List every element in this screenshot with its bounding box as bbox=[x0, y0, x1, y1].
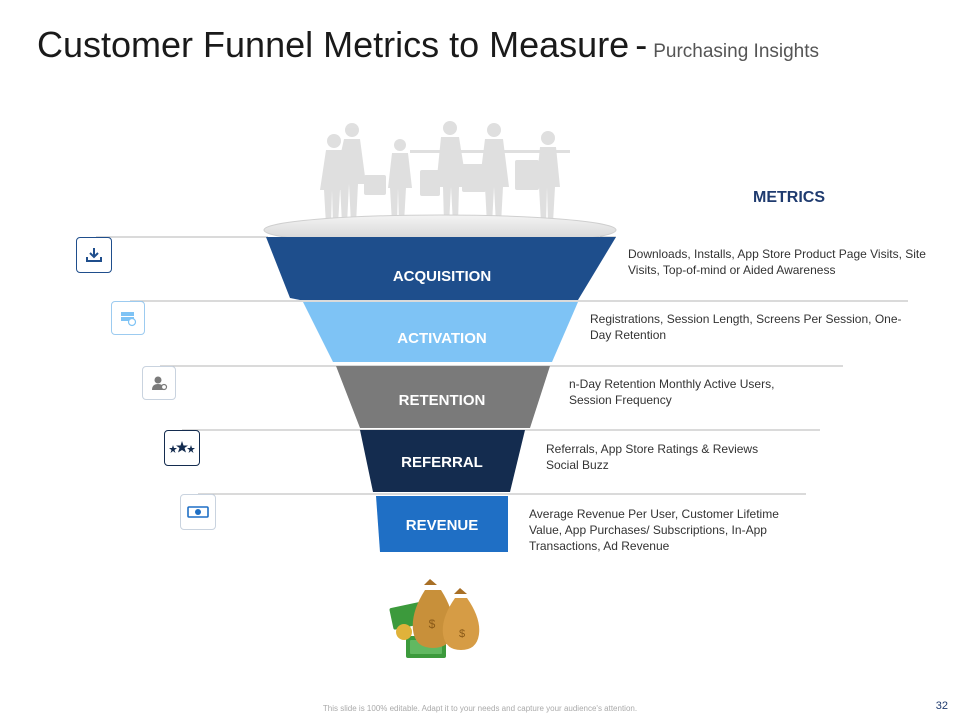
stage-retention-label: RETENTION bbox=[399, 392, 486, 409]
server-check-icon bbox=[111, 301, 145, 335]
page-number: 32 bbox=[935, 700, 948, 712]
stage-retention-shape bbox=[336, 366, 550, 428]
stage-activation-label: ACTIVATION bbox=[397, 330, 486, 347]
stage-referral-label: REFERRAL bbox=[401, 454, 483, 471]
svg-text:$: $ bbox=[429, 617, 436, 631]
stage-revenue-label: REVENUE bbox=[406, 517, 479, 534]
download-icon bbox=[76, 237, 112, 273]
money-icon bbox=[180, 494, 216, 530]
svg-text:$: $ bbox=[459, 628, 465, 640]
title-subtitle: Purchasing Insights bbox=[653, 41, 820, 62]
stage-acquisition-shape bbox=[266, 237, 616, 300]
stage-activation-shape bbox=[303, 302, 578, 362]
stage-acquisition-label: ACQUISITION bbox=[393, 268, 491, 285]
metrics-activation: Registrations, Session Length, Screens P… bbox=[590, 312, 902, 342]
metrics-revenue: Average Revenue Per User, Customer Lifet… bbox=[529, 507, 779, 553]
user-settings-icon bbox=[142, 366, 176, 400]
footer-note: This slide is 100% editable. Adapt it to… bbox=[322, 704, 638, 713]
metrics-heading: METRICS bbox=[753, 189, 825, 206]
title-dash: - bbox=[635, 24, 648, 65]
funnel-stages: ACQUISITION ACTIVATION RETENTION REFERRA… bbox=[266, 237, 616, 552]
metrics-acquisition: Downloads, Installs, App Store Product P… bbox=[628, 247, 926, 277]
slide-title: Customer Funnel Metrics to Measure-Purch… bbox=[37, 24, 819, 66]
stars-icon bbox=[164, 430, 200, 466]
money-bags-illustration: $ $ bbox=[389, 579, 480, 658]
metrics-retention: n-Day Retention Monthly Active Users, Se… bbox=[569, 377, 775, 407]
shoppers-silhouette bbox=[320, 121, 570, 225]
title-main: Customer Funnel Metrics to Measure bbox=[37, 24, 630, 65]
metrics-referral: Referrals, App Store Ratings & Reviews S… bbox=[546, 442, 759, 472]
stage-referral-shape bbox=[360, 430, 525, 492]
stage-revenue-shape bbox=[376, 496, 508, 552]
